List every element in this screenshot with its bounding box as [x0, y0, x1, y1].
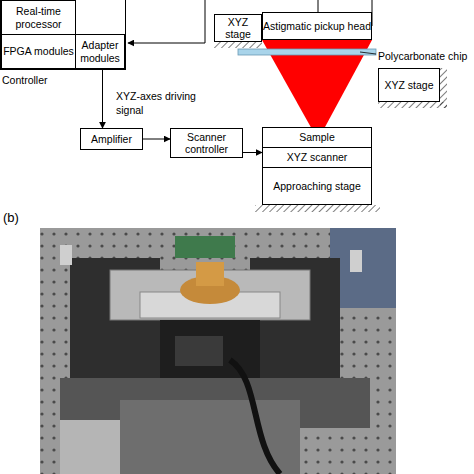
signal-arrow [243, 152, 262, 153]
panel-label: (b) [3, 210, 33, 227]
setup-photo [40, 228, 396, 474]
box-label: XYZ stage [215, 16, 261, 40]
ground-hatch [378, 102, 447, 108]
block-box: XYZ scanner [262, 147, 372, 168]
block-box: Adapter modules [75, 34, 125, 69]
signal-arrow [102, 69, 103, 128]
block-box: Sample [262, 127, 372, 148]
box-label: Astigmatic pickup head [263, 20, 371, 32]
ground-hatch [214, 42, 262, 48]
signal-wire [128, 0, 205, 43]
box-label: XYZ scanner [287, 151, 348, 163]
box-label: FPGA modules [3, 45, 74, 57]
block-box: Amplifier [80, 128, 143, 150]
box-label: Approaching stage [273, 180, 361, 192]
box-label: Sample [299, 131, 335, 143]
block-box: XYZ stage [378, 68, 440, 102]
group-heading: Controller [2, 74, 48, 86]
box-label: XYZ stage [384, 79, 433, 91]
block-box: FPGA modules [1, 34, 76, 69]
block-box: XYZ stage [214, 14, 262, 42]
signal-label: XYZ-axes driving signal [116, 90, 216, 117]
part-label: Polycarbonate chip [378, 50, 474, 64]
block-box: Scanner controller [170, 128, 243, 158]
box-label: Real-time processor [2, 5, 75, 29]
box-label: Scanner controller [171, 131, 242, 155]
signal-arrow [143, 139, 170, 140]
group-box: ControllerReal-time processorFPGA module… [0, 0, 126, 70]
leader-line [360, 52, 376, 54]
polycarbonate-chip [238, 49, 376, 55]
signal-wire [318, 0, 319, 12]
block-box: Approaching stage [262, 167, 372, 205]
ground-hatch [255, 205, 380, 212]
box-label: Adapter modules [76, 39, 124, 63]
block-box: Real-time processor [1, 0, 76, 35]
block-box: Astigmatic pickup head [262, 12, 372, 40]
box-label: Amplifier [91, 133, 132, 145]
